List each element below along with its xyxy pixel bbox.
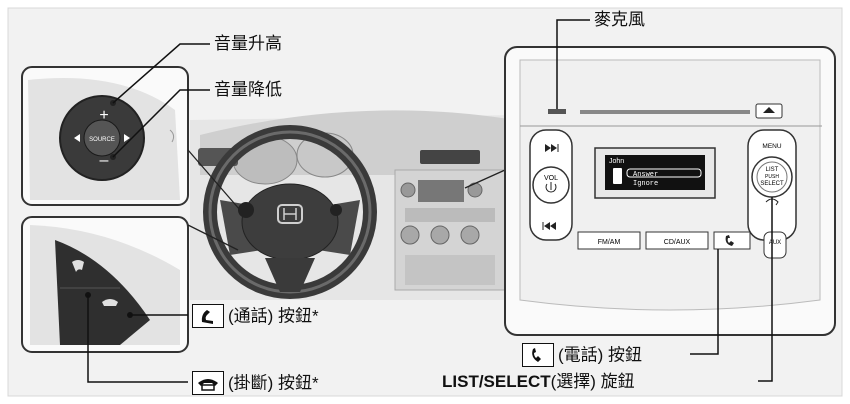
list-select-label-bold: LIST/SELECT [442,372,551,391]
phone-button[interactable] [713,231,751,250]
inset-connector-top [187,149,241,211]
source-label: SOURCE [89,137,115,143]
volume-plus-symbol: + [99,107,108,124]
right-arrow-icon [124,134,130,142]
phone-callout-icon [522,343,554,367]
knob-label-select: SELECT [760,181,784,187]
skip-forward-icon [545,144,557,152]
hangup-button-callout: (掛斷) 按鈕* [192,371,319,396]
talk-icon [192,304,224,328]
phone-button-callout: (電話) 按鈕 [522,343,643,368]
leader-volume-down [112,89,210,158]
cd-aux-button[interactable] [645,231,709,250]
aux-label: AUX [769,240,781,246]
eject-icon [763,107,775,113]
phone-button-label: (電話) 按鈕 [558,345,643,365]
fm-am-label: FM/AM [598,239,621,246]
screen-contact-name: John [609,158,624,165]
leader-phone [690,249,719,355]
inset-connector-bottom [187,224,239,251]
knob-label-list: LIST [766,167,779,173]
volume-down-callout: 音量降低 [214,80,282,99]
dashboard-photo [190,110,520,300]
left-arrow-icon [74,134,80,142]
phone-icon [725,235,734,246]
menu-label: MENU [762,143,781,150]
power-icon [545,182,557,193]
volume-minus-symbol: – [100,152,109,169]
leader-microphone [556,19,590,109]
aux-jack [763,231,787,259]
leader-hangup [87,295,188,383]
phone-screen-icon [613,168,622,184]
leader-volume-up [112,43,210,104]
fm-am-button[interactable] [577,231,641,250]
talk-button-glyph [72,260,84,272]
microphone-grille [548,109,566,114]
hangup-icon [192,371,224,395]
volume-up-callout: 音量升高 [214,34,282,53]
audio-unit: VOL John Answer Ignore MENU LIST PUSH SE… [504,46,836,336]
steering-switch-inset: SOURCE + – [21,66,189,206]
leader-lines [87,19,773,383]
talk-button-callout: (通話) 按鈕* [192,304,319,329]
hangup-button-glyph [102,299,118,306]
microphone-callout: 麥克風 [594,10,645,29]
vol-label: VOL [544,175,558,182]
list-select-label-suffix: (選擇) 旋鈕 [550,372,635,391]
screen-answer-option: Answer [633,171,658,179]
leader-list-select [758,197,773,382]
list-select-callout: LIST/SELECT(選擇) 旋鈕 [442,372,635,392]
hangup-button-label: (掛斷) 按鈕* [228,373,319,393]
cd-aux-label: CD/AUX [664,239,691,246]
skip-back-icon [544,222,556,230]
talk-button-label: (通話) 按鈕* [228,306,319,326]
knob-label-push: PUSH [765,174,779,180]
screen-ignore-option: Ignore [633,180,658,188]
phone-switch-inset [21,216,189,353]
audio-connector [464,169,506,189]
